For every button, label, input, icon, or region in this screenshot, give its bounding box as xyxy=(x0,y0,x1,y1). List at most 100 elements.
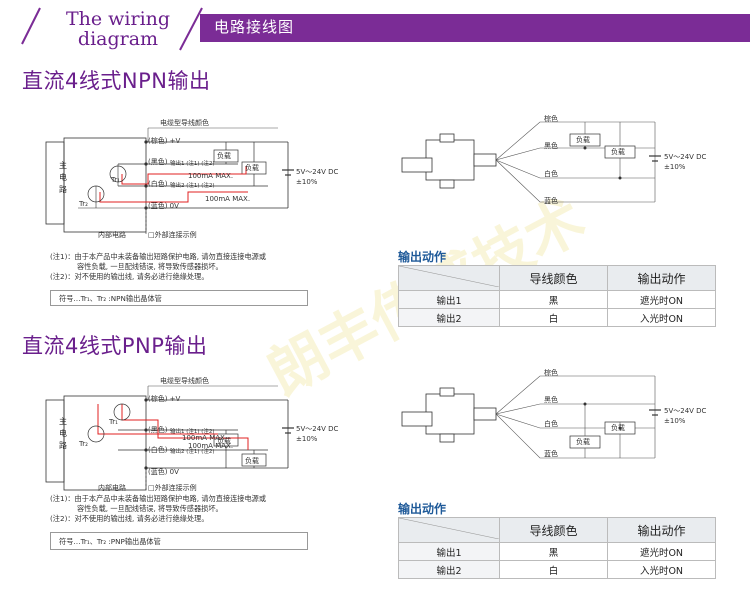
table-cell: 输出1 xyxy=(398,542,500,561)
npn-cable-color-label: 电缆型导线颜色 xyxy=(160,119,209,127)
pnp-white-label: (白色) xyxy=(148,446,168,454)
table-cell: 白 xyxy=(499,308,608,327)
npn-wire-white: 白色 xyxy=(544,170,558,178)
npn-blue-label: (蓝色) 0V xyxy=(148,202,179,210)
table-row: 输出1 黑 遮光时ON xyxy=(398,290,716,309)
table-header-cell: 输出动作 xyxy=(607,517,716,543)
pnp-load1-label: 负载 xyxy=(217,437,231,445)
npn-tr2-label: Tr₂ xyxy=(79,200,88,208)
npn-output-title: 输出动作 xyxy=(398,250,447,264)
table-row: 输出1 黑 遮光时ON xyxy=(398,542,716,561)
pnp-note2: (注2)：对不使用的输出线, 请务必进行绝缘处理。 xyxy=(50,514,209,523)
pnp-current1: 100mA MAX. xyxy=(182,434,228,442)
pnp-current2: 100mA MAX. xyxy=(188,442,234,450)
pnp-wire-load1: 负载 xyxy=(576,438,590,446)
npn-main-circuit-3: 路 xyxy=(59,185,67,194)
table-row: 输出2 白 入光时ON xyxy=(398,560,716,579)
npn-wire-supply: 5V～24V DC xyxy=(664,153,707,161)
table-header-cell: 导线颜色 xyxy=(499,265,608,291)
table-diagonal-line xyxy=(398,265,500,288)
pnp-black-label: (黑色) xyxy=(148,426,168,434)
table-cell: 黑 xyxy=(499,542,608,561)
header-title-line2: diagram xyxy=(77,28,159,50)
npn-wire-load2: 负载 xyxy=(611,148,625,156)
npn-circuit-diagram xyxy=(45,127,294,234)
pnp-main-circuit-2: 电 xyxy=(59,429,67,438)
npn-note2: (注2)：对不使用的输出线, 请务必进行绝缘处理。 xyxy=(50,272,209,281)
table-cell: 白 xyxy=(499,560,608,579)
pnp-wire-tolerance: ±10% xyxy=(664,417,686,425)
npn-output-table: 导线颜色 输出动作 输出1 黑 遮光时ON 输出2 白 入光时ON xyxy=(398,265,716,327)
pnp-output-table: 导线颜色 输出动作 输出1 黑 遮光时ON 输出2 白 入光时ON xyxy=(398,517,716,579)
pnp-black-sub: 输出1 (注1) (注2) xyxy=(170,429,215,435)
npn-white-sub: 输出2 (注1) (注2) xyxy=(170,183,215,189)
npn-current1: 100mA MAX. xyxy=(188,172,234,180)
pnp-internal-circuit: 内部电路 xyxy=(98,484,126,492)
pnp-supply: 5V～24V DC xyxy=(296,425,339,433)
pnp-note1-line1: (注1)：由于本产品中未装备输出短路保护电路, 请勿直接连接电源或 xyxy=(50,494,267,503)
npn-current2: 100mA MAX. xyxy=(205,195,251,203)
npn-brown-label: (棕色) +V xyxy=(148,137,181,145)
npn-title: 直流4线式NPN输出 xyxy=(22,69,211,93)
npn-black-sub: 输出1 (注1) (注2) xyxy=(170,161,215,167)
table-cell: 输出2 xyxy=(398,560,500,579)
pnp-blue-label: (蓝色) 0V xyxy=(148,468,179,476)
pnp-white-sub: 输出2 (注1) (注2) xyxy=(170,449,215,455)
header-band-text: 电路接线图 xyxy=(214,18,295,36)
npn-wire-black: 黑色 xyxy=(544,142,558,150)
npn-black-label: (黑色) xyxy=(148,158,168,166)
npn-tr1-label: Tr₁ xyxy=(111,176,120,184)
table-cell: 遮光时ON xyxy=(607,542,716,561)
npn-symbol-box: 符号…Tr₁、Tr₂ :NPN输出晶体管 xyxy=(50,290,308,306)
npn-wire-blue: 蓝色 xyxy=(544,197,558,205)
pnp-external-example: □外部连接示例 xyxy=(148,484,197,492)
pnp-wire-load2: 负载 xyxy=(611,424,625,432)
table-header-row: 导线颜色 输出动作 xyxy=(398,517,716,543)
pnp-circuit-diagram xyxy=(45,385,294,492)
pnp-wire-brown: 棕色 xyxy=(544,369,558,377)
npn-note1-line1: (注1)：由于本产品中未装备输出短路保护电路, 请勿直接连接电源或 xyxy=(50,252,267,261)
pnp-main-circuit-1: 主 xyxy=(59,417,67,426)
npn-white-label: (白色) xyxy=(148,180,168,188)
npn-wire-load1: 负载 xyxy=(576,136,590,144)
npn-load2-label: 负载 xyxy=(245,164,259,172)
npn-external-example: □外部连接示例 xyxy=(148,231,197,239)
table-cell: 输出1 xyxy=(398,290,500,309)
header-slash-decor xyxy=(21,7,203,51)
pnp-title: 直流4线式PNP输出 xyxy=(22,334,208,358)
pnp-symbol-box: 符号…Tr₁、Tr₂ :PNP输出晶体管 xyxy=(50,532,308,550)
pnp-cable-color-label: 电缆型导线颜色 xyxy=(160,377,209,385)
pnp-wire-white: 白色 xyxy=(544,420,558,428)
npn-note1-line2: 容性负载, 一旦配线错误, 将导致传感器损坏。 xyxy=(77,262,223,271)
npn-sensor-wiring xyxy=(401,121,661,203)
pnp-wire-blue: 蓝色 xyxy=(544,450,558,458)
pnp-tr2-label: Tr₂ xyxy=(79,440,88,448)
pnp-tr1-label: Tr₁ xyxy=(109,418,118,426)
table-header-cell xyxy=(398,517,500,543)
npn-wire-brown: 棕色 xyxy=(544,115,558,123)
npn-main-circuit-2: 电 xyxy=(59,173,67,182)
npn-wire-tolerance: ±10% xyxy=(664,163,686,171)
table-cell: 黑 xyxy=(499,290,608,309)
table-header-cell: 输出动作 xyxy=(607,265,716,291)
header-band xyxy=(200,14,750,42)
table-diagonal-line xyxy=(398,517,500,540)
table-cell: 遮光时ON xyxy=(607,290,716,309)
pnp-tolerance: ±10% xyxy=(296,435,318,443)
header-title-line1: The wiring xyxy=(65,8,171,30)
table-row: 输出2 白 入光时ON xyxy=(398,308,716,327)
pnp-note1-line2: 容性负载, 一旦配线错误, 将导致传感器损坏。 xyxy=(77,504,223,513)
table-header-cell xyxy=(398,265,500,291)
pnp-brown-label: (棕色) +V xyxy=(148,395,181,403)
table-header-cell: 导线颜色 xyxy=(499,517,608,543)
table-header-row: 导线颜色 输出动作 xyxy=(398,265,716,291)
pnp-main-circuit-3: 路 xyxy=(59,441,67,450)
pnp-wire-supply: 5V～24V DC xyxy=(664,407,707,415)
npn-supply: 5V～24V DC xyxy=(296,168,339,176)
npn-internal-circuit: 内部电路 xyxy=(98,231,126,239)
table-cell: 入光时ON xyxy=(607,560,716,579)
pnp-wire-black: 黑色 xyxy=(544,396,558,404)
pnp-output-title: 输出动作 xyxy=(398,502,447,516)
table-cell: 输出2 xyxy=(398,308,500,327)
table-cell: 入光时ON xyxy=(607,308,716,327)
